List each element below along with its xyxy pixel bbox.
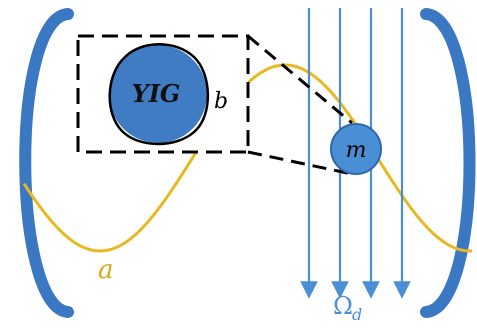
zoom-line-bottom xyxy=(247,150,353,176)
right-cavity-mirror xyxy=(420,8,476,318)
magnon-mode-label: m xyxy=(346,138,367,163)
left-cavity-mirror xyxy=(19,8,74,318)
cavity-mode-label: a xyxy=(98,255,114,285)
yig-sphere xyxy=(109,45,207,143)
yig-label: YIG xyxy=(132,79,181,108)
zoom-line-top xyxy=(247,34,353,125)
magnon-sphere xyxy=(330,123,382,175)
deformation-outline xyxy=(108,43,210,146)
omega-subscript: d xyxy=(352,305,362,324)
omega-symbol: Ω xyxy=(333,292,353,320)
yig-sphere-inset: YIG xyxy=(108,43,210,146)
drive-frequency-label: Ω d xyxy=(333,292,362,324)
phonon-mode-label: b xyxy=(214,89,228,114)
